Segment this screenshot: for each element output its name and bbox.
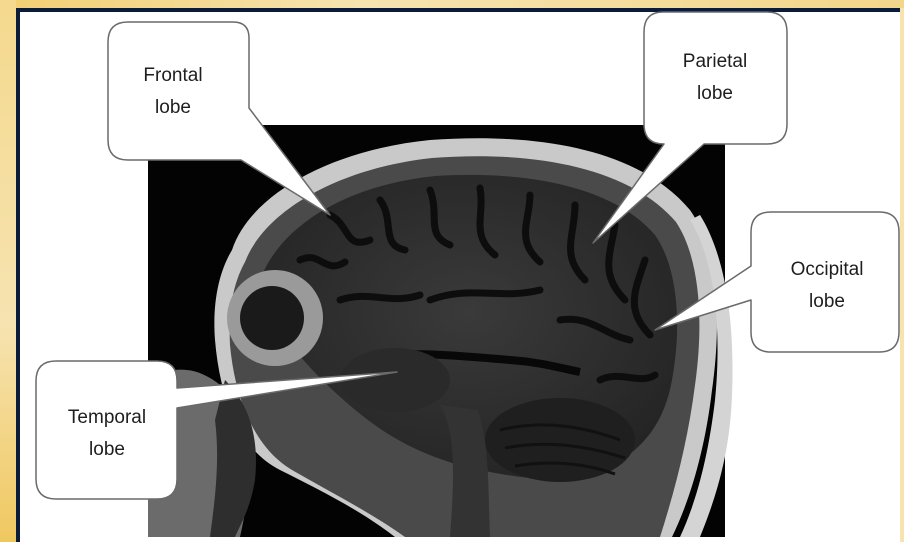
occipital-label-line2: lobe [758, 286, 896, 318]
frontal-label-line1: Frontal [114, 60, 232, 92]
occipital-label-line1: Occipital [758, 254, 896, 286]
parietal-label-line1: Parietal [650, 46, 780, 78]
temporal-lobe-label: Temporal lobe [40, 402, 174, 466]
frontal-label-line2: lobe [114, 92, 232, 124]
parietal-label-line2: lobe [650, 78, 780, 110]
temporal-label-line2: lobe [40, 434, 174, 466]
occipital-lobe-label: Occipital lobe [758, 254, 896, 318]
frontal-lobe-label: Frontal lobe [114, 60, 232, 124]
temporal-label-line1: Temporal [40, 402, 174, 434]
parietal-lobe-label: Parietal lobe [650, 46, 780, 110]
